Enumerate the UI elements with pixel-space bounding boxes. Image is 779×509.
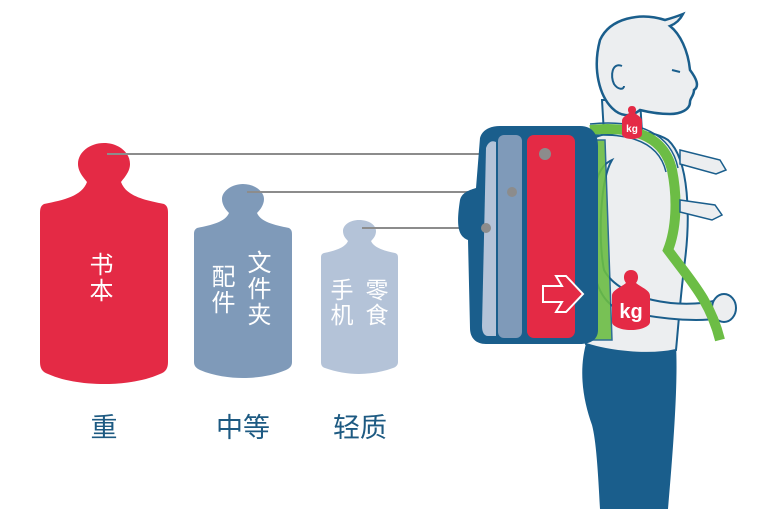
kg-weight-small-icon: kg [622,106,642,139]
light-label: 轻质 [333,413,387,444]
light-weight-contents-1: 零食 [361,278,387,328]
light-weight-shape [321,220,398,374]
heavy-weight-contents: 书本 [85,252,113,304]
arrow-right-icon [542,275,585,313]
backpack [458,126,598,344]
medium-weight-contents-1: 文件夹 [243,250,271,328]
svg-text:kg: kg [626,124,638,135]
light-weight-contents-2: 手机 [326,278,352,328]
shoulder-strap [589,124,725,342]
medium-weight-shape [194,184,292,378]
kg-weight-large-icon: kg [612,270,650,330]
heavy-label: 重 [90,413,118,444]
svg-text:kg: kg [619,301,642,323]
medium-weight-contents-2: 配件 [207,264,235,316]
medium-label: 中等 [216,413,270,444]
strap-buckles [679,149,728,221]
heavy-weight-shape [40,143,168,384]
